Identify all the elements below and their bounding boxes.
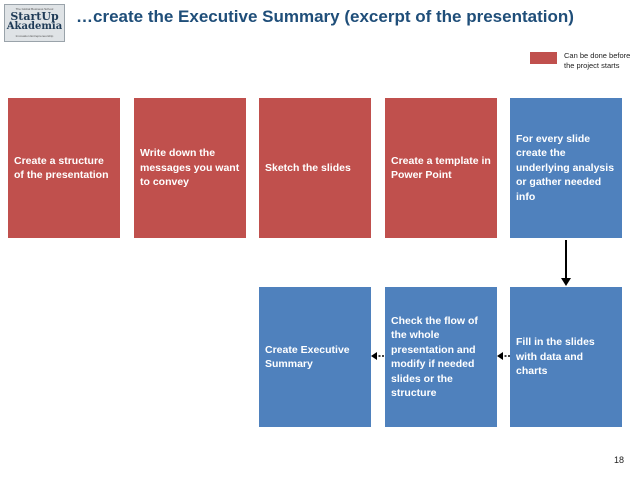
arrow-left-icon	[371, 352, 384, 360]
step-executive-summary: Create Executive Summary	[259, 287, 371, 427]
step-create-structure: Create a structure of the presentation	[8, 98, 120, 238]
step-label: Create a template in Power Point	[391, 154, 491, 182]
arrow-down-icon	[561, 240, 571, 286]
step-label: Write down the messages you want to conv…	[140, 147, 240, 189]
step-label: Create Executive Summary	[265, 343, 350, 371]
step-label: Create a structure of the presentation	[14, 154, 109, 182]
arrow-left-icon	[497, 352, 510, 360]
step-fill-slides: Fill in the slides with data and charts	[510, 287, 622, 427]
page-number: 18	[613, 455, 624, 465]
step-label: Fill in the slides with data and charts	[516, 336, 595, 378]
step-check-flow: Check the flow of the whole presentation…	[385, 287, 497, 427]
slide-title: …create the Executive Summary (excerpt o…	[76, 7, 574, 26]
logo-tagline-bottom: Innovation Entrepreneurship	[15, 34, 54, 38]
step-create-analysis: For every slide create the underlying an…	[510, 98, 622, 238]
startup-akademia-logo: The Global Business School StartUp Akade…	[4, 4, 65, 42]
step-write-messages: Write down the messages you want to conv…	[134, 98, 246, 238]
step-label: For every slide create the underlying an…	[516, 132, 615, 203]
legend-text: Can be done before the project starts	[564, 51, 631, 70]
step-create-template: Create a template in Power Point	[385, 98, 497, 238]
logo-line-akademia: Akademia	[6, 21, 63, 32]
legend-swatch	[530, 52, 557, 64]
step-label: Check the flow of the whole presentation…	[391, 314, 478, 400]
step-sketch-slides: Sketch the slides	[259, 98, 371, 238]
logo-tagline: The Global Business School	[15, 7, 54, 11]
logo-line-startup: StartUp	[10, 10, 59, 23]
step-label: Sketch the slides	[265, 161, 351, 174]
